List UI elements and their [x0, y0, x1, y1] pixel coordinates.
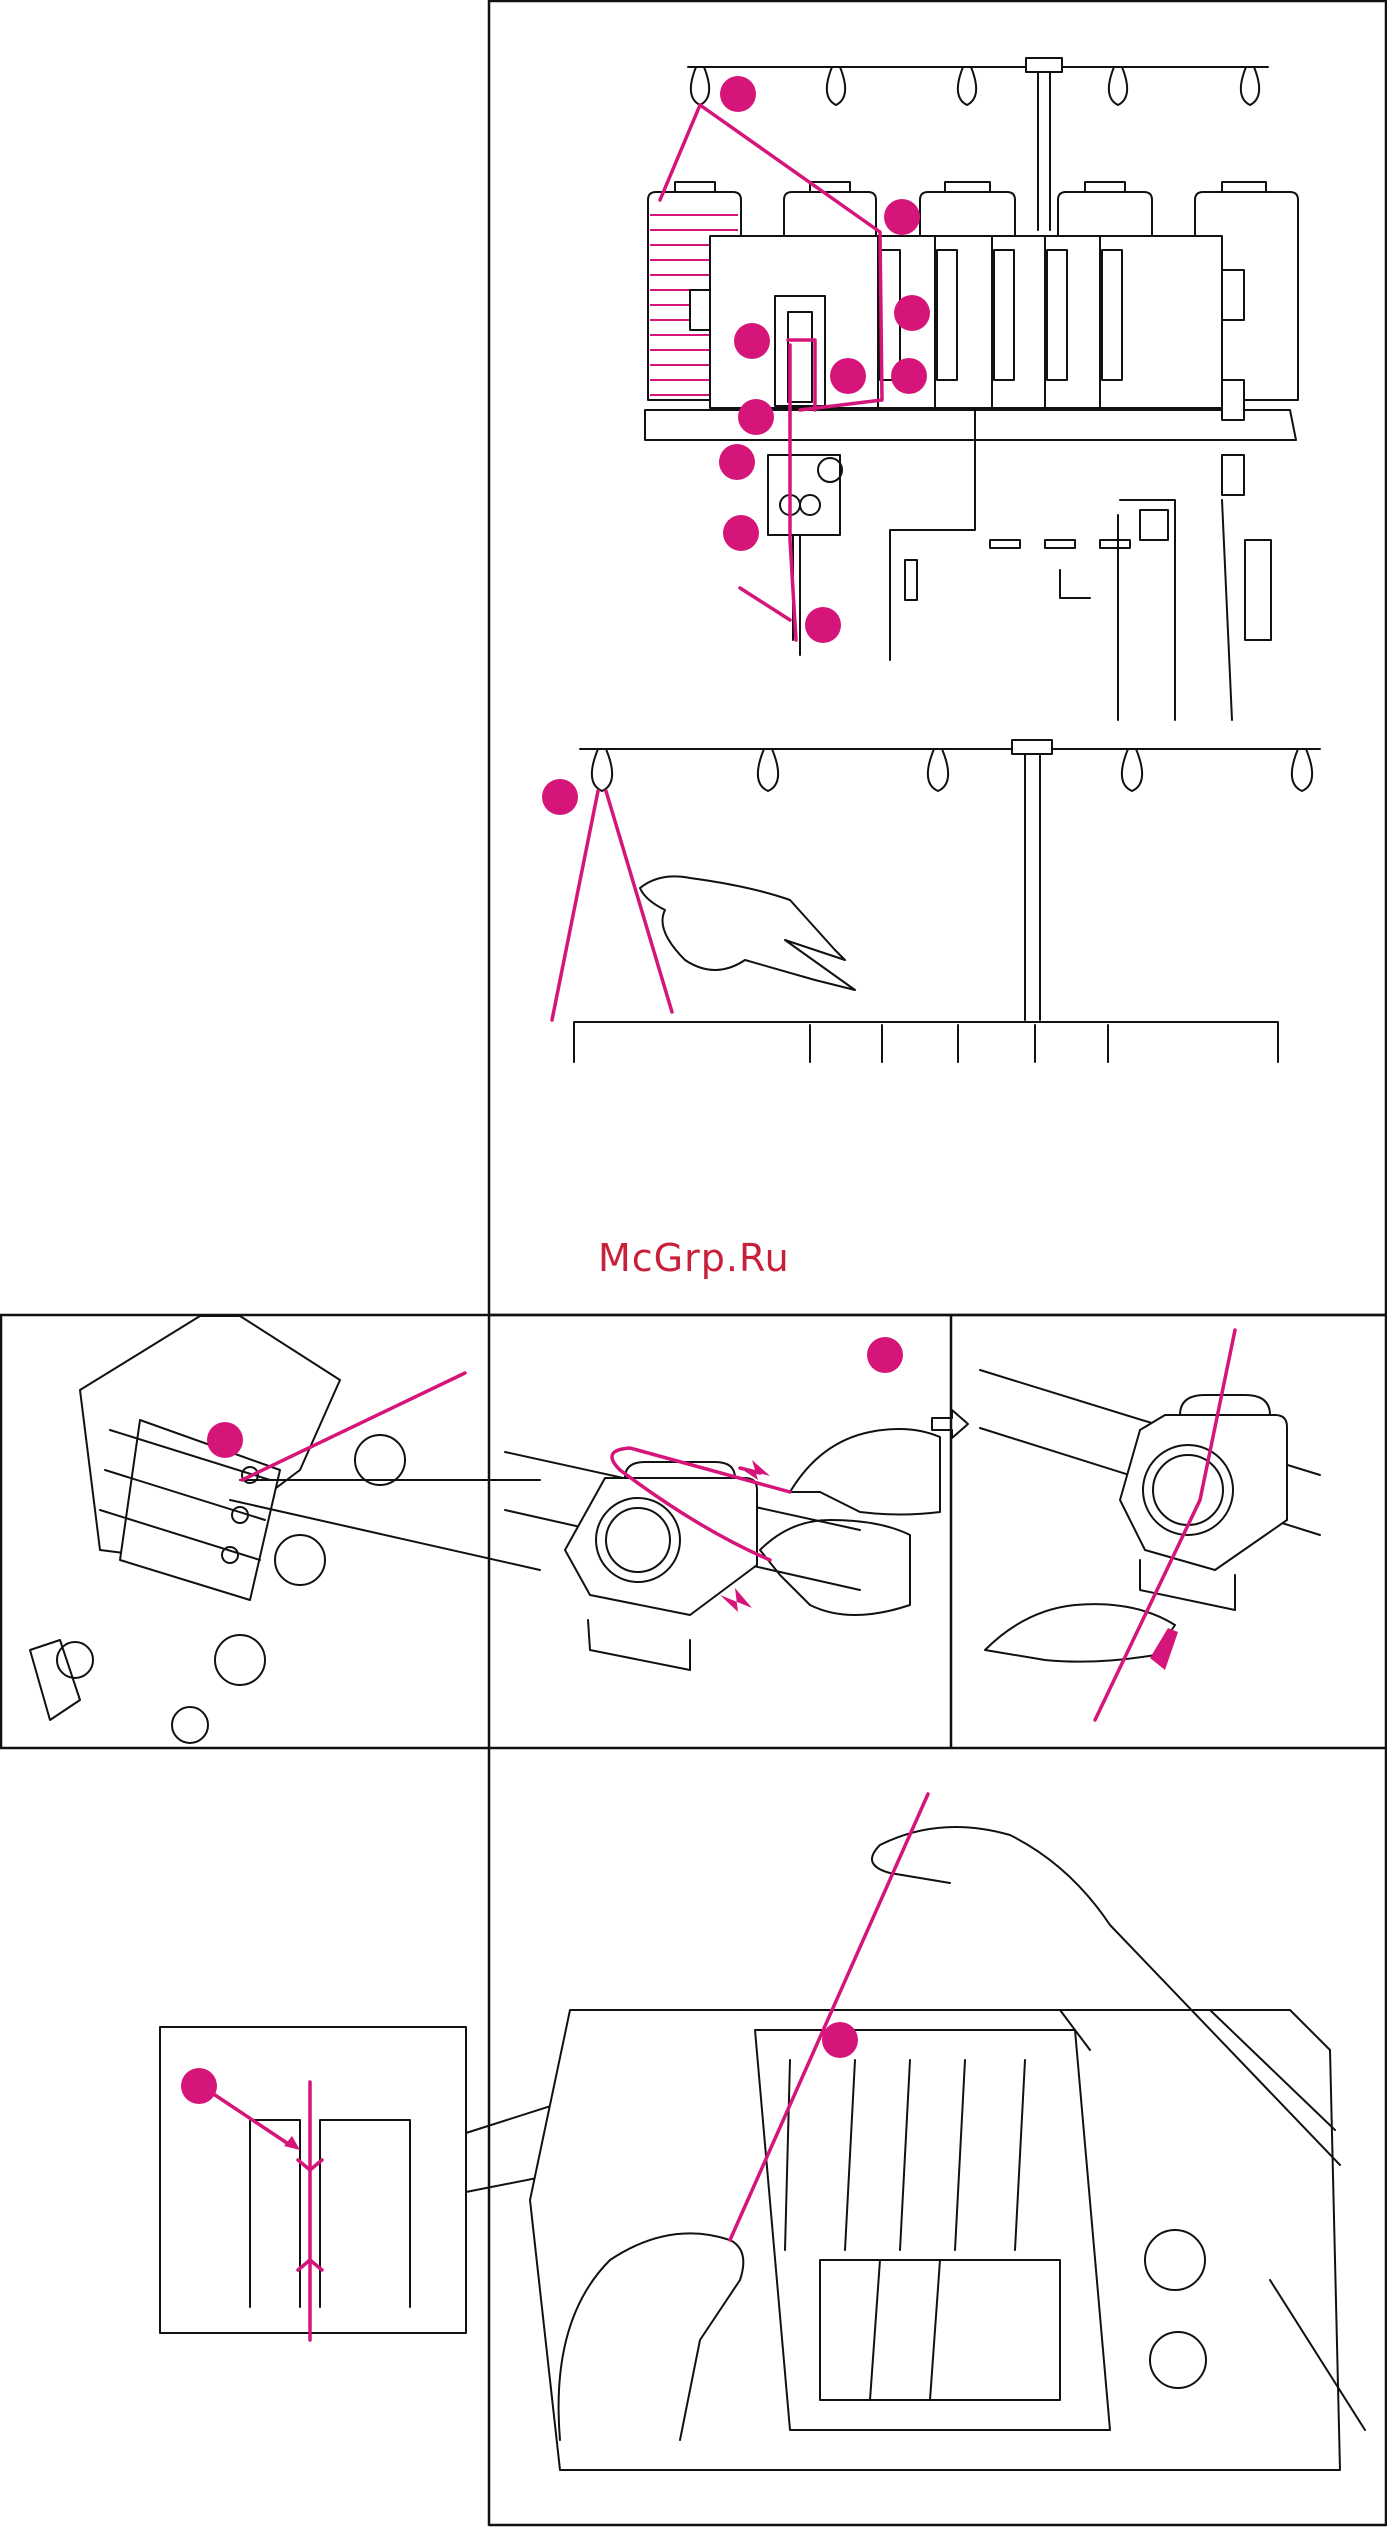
tension-disc-pull-panel	[932, 1330, 1320, 1720]
callout-marker	[207, 1422, 243, 1458]
callout-marker	[734, 323, 770, 359]
tension-disc-threading-panel	[505, 1337, 940, 1670]
callout-marker	[884, 199, 920, 235]
callout-marker	[805, 607, 841, 643]
callout-marker	[822, 2022, 858, 2058]
callout-marker	[181, 2068, 217, 2104]
callout-marker	[867, 1337, 903, 1373]
callout-marker	[894, 295, 930, 331]
callout-marker	[738, 399, 774, 435]
callout-marker	[723, 515, 759, 551]
callout-marker	[719, 444, 755, 480]
thread-guide-closeup-panel	[30, 1316, 540, 1743]
callout-marker	[830, 358, 866, 394]
overview-panel	[645, 58, 1298, 720]
callout-marker	[891, 358, 927, 394]
hand-outline	[640, 876, 855, 990]
callout-marker	[720, 76, 756, 112]
watermark: McGrp.Ru	[598, 1236, 790, 1280]
thread-guide-loops	[691, 67, 1259, 105]
callout-marker	[542, 779, 578, 815]
thread-guide-pole-panel	[542, 740, 1320, 1062]
tension-slot-threading-panel	[530, 1794, 1365, 2470]
